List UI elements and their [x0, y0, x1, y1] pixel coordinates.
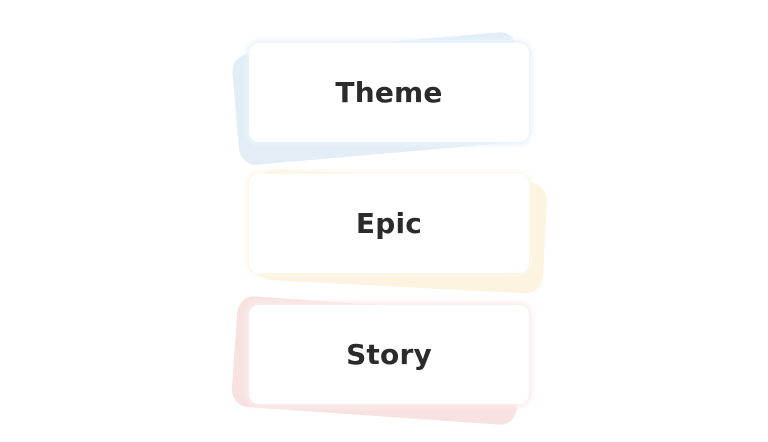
epic-card[interactable]: Epic: [249, 174, 529, 273]
theme-item: Theme: [230, 30, 529, 167]
story-card[interactable]: Story: [249, 305, 529, 404]
theme-card[interactable]: Theme: [249, 43, 529, 142]
epic-card-label: Epic: [355, 207, 423, 240]
epic-item: Epic: [249, 168, 548, 295]
theme-card-label: Theme: [335, 76, 443, 109]
story-card-label: Story: [346, 338, 432, 371]
story-item: Story: [230, 295, 529, 426]
